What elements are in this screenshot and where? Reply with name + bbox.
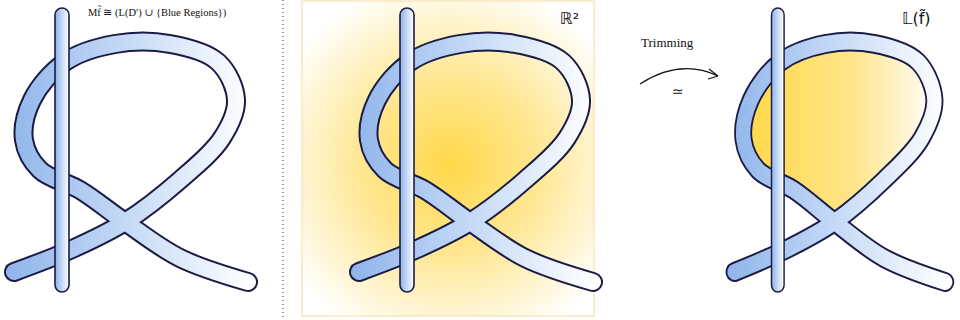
plane-label: ℝ² xyxy=(560,10,579,28)
ribbon-figure xyxy=(735,8,946,292)
plane-background xyxy=(302,1,594,316)
trimming-arrow xyxy=(640,69,718,84)
formula-label: Mf̃ ≅ (L(D′) ∪ {Blue Regions}) xyxy=(88,7,226,19)
arrow-label: Trimming xyxy=(641,36,693,50)
ribbon-figure xyxy=(359,8,593,292)
equivalence-symbol: ≃ xyxy=(672,84,684,99)
space-label: 𝕃(f̃) xyxy=(902,10,931,28)
separator xyxy=(283,0,284,320)
ribbon-figure xyxy=(14,8,248,292)
arrow-head xyxy=(708,69,718,79)
